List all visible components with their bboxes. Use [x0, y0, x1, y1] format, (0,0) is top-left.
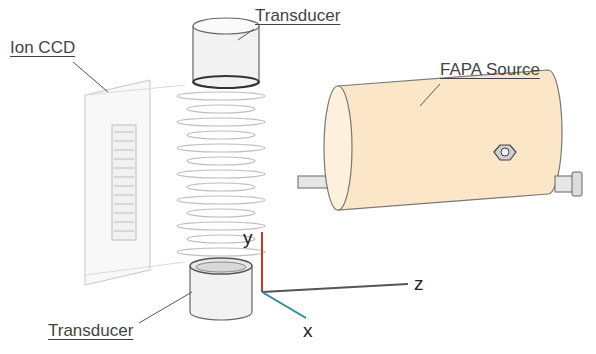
part-label: FAPA Source: [440, 60, 540, 80]
transducer-top: [193, 18, 259, 88]
leader-lines: [73, 29, 440, 323]
part-label: Ion CCD: [10, 38, 75, 58]
fapa-source: [298, 70, 582, 210]
axis-label: z: [414, 274, 424, 294]
axis-label: x: [303, 321, 313, 341]
ring-stack: [177, 92, 265, 256]
ion-ccd: [85, 80, 185, 285]
transducer-bottom: [190, 258, 252, 320]
axis-label: y: [243, 228, 253, 248]
axes: [262, 232, 408, 318]
part-label: Transducer: [255, 6, 340, 26]
part-label: Transducer: [48, 321, 133, 341]
